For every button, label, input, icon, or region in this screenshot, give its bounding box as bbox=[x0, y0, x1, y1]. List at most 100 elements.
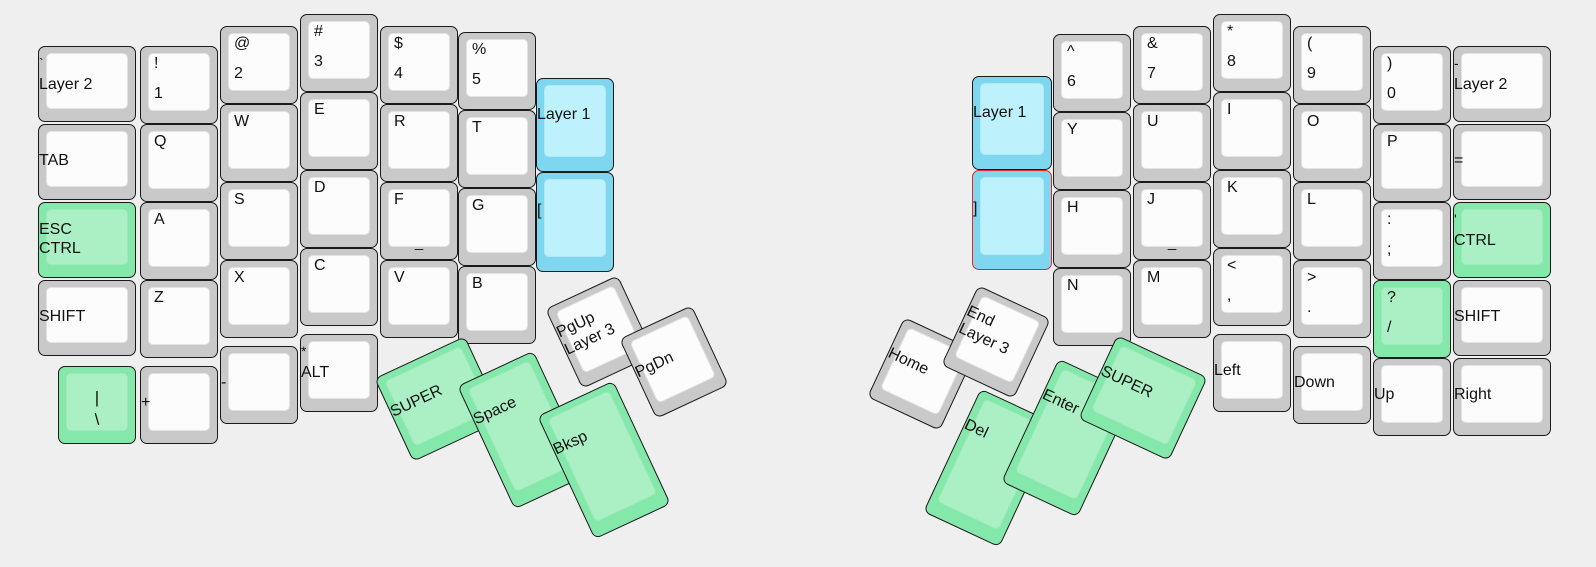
key-l-layer1[interactable]: Layer 1 bbox=[536, 78, 614, 172]
key-r-semicolon[interactable]: :; bbox=[1373, 202, 1451, 280]
key-l-b[interactable]: B bbox=[458, 266, 536, 344]
keycap-surface bbox=[1221, 99, 1283, 157]
key-l-minus[interactable]: - bbox=[220, 346, 298, 424]
keycap-surface bbox=[1061, 119, 1123, 177]
keycap-surface bbox=[388, 111, 450, 169]
keycap-surface bbox=[466, 273, 528, 331]
keycap-surface bbox=[46, 209, 128, 265]
keycap-surface bbox=[46, 131, 128, 187]
keycap-surface bbox=[1461, 287, 1543, 343]
keycap-surface bbox=[466, 117, 528, 175]
key-l-r[interactable]: R bbox=[380, 104, 458, 182]
key-r-equals[interactable]: = bbox=[1453, 124, 1551, 200]
key-l-q[interactable]: Q bbox=[140, 124, 218, 202]
keycap-surface bbox=[980, 177, 1044, 255]
key-l-s[interactable]: S bbox=[220, 182, 298, 260]
keycap-surface bbox=[1301, 33, 1363, 91]
keycap-surface bbox=[148, 53, 210, 111]
key-label: * bbox=[301, 343, 307, 359]
key-l-grave-layer2[interactable]: `Layer 2 bbox=[38, 46, 136, 122]
keycap-surface bbox=[1381, 365, 1443, 423]
keycap-surface bbox=[46, 53, 128, 109]
key-l-1[interactable]: !1 bbox=[140, 46, 218, 124]
key-r-6[interactable]: ^6 bbox=[1053, 34, 1131, 112]
key-l-shift[interactable]: SHIFT bbox=[38, 280, 136, 356]
key-r-j[interactable]: J_ bbox=[1133, 182, 1211, 260]
key-r-u[interactable]: U bbox=[1133, 104, 1211, 182]
keycap-surface bbox=[1141, 111, 1203, 169]
key-r-up[interactable]: Up bbox=[1373, 358, 1451, 436]
key-l-g[interactable]: G bbox=[458, 188, 536, 266]
key-r-down[interactable]: Down bbox=[1293, 346, 1371, 424]
key-l-3[interactable]: #3 bbox=[300, 14, 378, 92]
keycap-surface bbox=[148, 287, 210, 345]
keycap-surface bbox=[1461, 365, 1543, 423]
key-l-v[interactable]: V bbox=[380, 260, 458, 338]
keycap-surface bbox=[46, 287, 128, 343]
key-l-x[interactable]: X bbox=[220, 260, 298, 338]
key-r-0[interactable]: )0 bbox=[1373, 46, 1451, 124]
key-r-l[interactable]: L bbox=[1293, 182, 1371, 260]
key-r-7[interactable]: &7 bbox=[1133, 26, 1211, 104]
key-r-dot[interactable]: >. bbox=[1293, 260, 1371, 338]
keycap-surface bbox=[1061, 197, 1123, 255]
key-l-alt[interactable]: *ALT bbox=[300, 334, 378, 412]
key-r-9[interactable]: (9 bbox=[1293, 26, 1371, 104]
key-l-lbracket[interactable]: [ bbox=[536, 172, 614, 272]
keycap-surface bbox=[1301, 353, 1363, 411]
keycap-surface bbox=[1381, 53, 1443, 111]
keycap-surface bbox=[1221, 341, 1283, 399]
key-l-z[interactable]: Z bbox=[140, 280, 218, 358]
key-l-c[interactable]: C bbox=[300, 248, 378, 326]
key-r-layer1[interactable]: Layer 1 bbox=[972, 76, 1052, 170]
key-r-8[interactable]: *8 bbox=[1213, 14, 1291, 92]
keycap-surface bbox=[1381, 209, 1443, 267]
key-r-comma[interactable]: <, bbox=[1213, 248, 1291, 326]
keycap-surface bbox=[544, 179, 606, 257]
key-l-pipe-bslash[interactable]: |\ bbox=[58, 366, 136, 444]
key-r-p[interactable]: P bbox=[1373, 124, 1451, 202]
keycap-surface bbox=[1061, 41, 1123, 99]
key-l-w[interactable]: W bbox=[220, 104, 298, 182]
key-label: - bbox=[1454, 55, 1459, 71]
keycap-surface bbox=[308, 99, 370, 157]
key-r-o[interactable]: O bbox=[1293, 104, 1371, 182]
key-r-k[interactable]: K bbox=[1213, 170, 1291, 248]
key-l-d[interactable]: D bbox=[300, 170, 378, 248]
keycap-surface bbox=[1221, 177, 1283, 235]
keycap-surface bbox=[980, 83, 1044, 155]
key-l-4[interactable]: $4 bbox=[380, 26, 458, 104]
keycap-surface bbox=[66, 373, 128, 431]
key-r-h[interactable]: H bbox=[1053, 190, 1131, 268]
key-l-tab[interactable]: TAB bbox=[38, 124, 136, 200]
key-r-left[interactable]: Left bbox=[1213, 334, 1291, 412]
keycap-surface bbox=[1301, 111, 1363, 169]
key-r-rbracket[interactable]: ] bbox=[972, 170, 1052, 270]
key-l-2[interactable]: @2 bbox=[220, 26, 298, 104]
keycap-surface bbox=[388, 189, 450, 247]
key-l-t[interactable]: T bbox=[458, 110, 536, 188]
key-l-e[interactable]: E bbox=[300, 92, 378, 170]
key-r-shift[interactable]: SHIFT bbox=[1453, 280, 1551, 356]
keycap-surface bbox=[228, 353, 290, 411]
key-label: ' bbox=[1454, 211, 1457, 227]
key-label: ] bbox=[973, 200, 978, 217]
key-r-y[interactable]: Y bbox=[1053, 112, 1131, 190]
keycap-surface bbox=[228, 267, 290, 325]
key-r-i[interactable]: I bbox=[1213, 92, 1291, 170]
key-l-plus[interactable]: + bbox=[140, 366, 218, 444]
key-r-n[interactable]: N bbox=[1053, 268, 1131, 346]
key-r-m[interactable]: M bbox=[1133, 260, 1211, 338]
keycap-surface bbox=[1141, 267, 1203, 325]
key-r-quote-ctrl[interactable]: 'CTRL bbox=[1453, 202, 1551, 278]
key-l-5[interactable]: %5 bbox=[458, 32, 536, 110]
key-r-right[interactable]: Right bbox=[1453, 358, 1551, 436]
key-r-slash[interactable]: ?/ bbox=[1373, 280, 1451, 358]
keycap-surface bbox=[1381, 131, 1443, 189]
key-r-minus-layer2[interactable]: -Layer 2 bbox=[1453, 46, 1551, 122]
keycap-surface bbox=[1061, 275, 1123, 333]
key-l-a[interactable]: A bbox=[140, 202, 218, 280]
key-l-f[interactable]: F_ bbox=[380, 182, 458, 260]
keycap-surface bbox=[308, 341, 370, 399]
